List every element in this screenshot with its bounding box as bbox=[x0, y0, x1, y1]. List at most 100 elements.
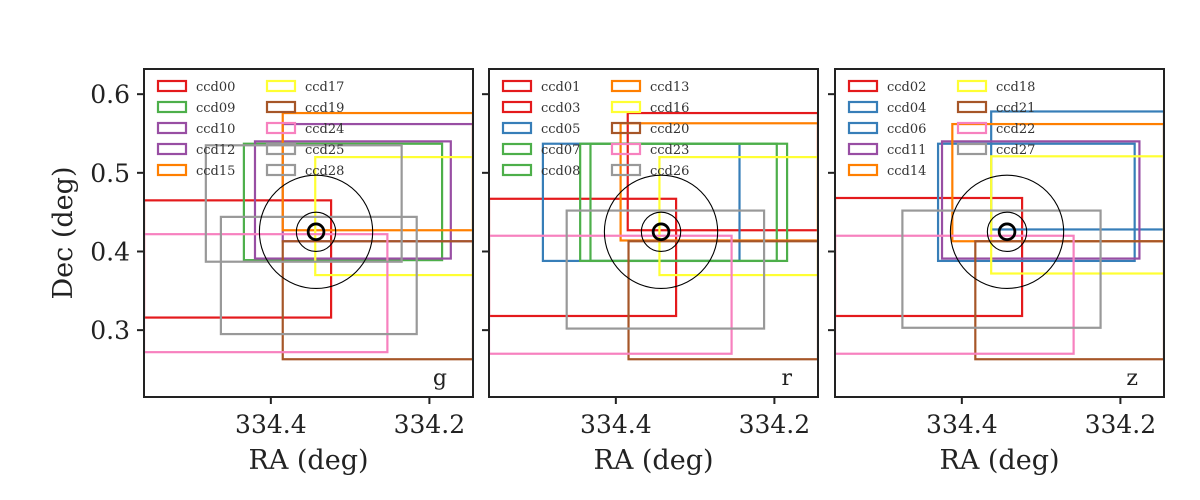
y-axis-label: Dec (deg) bbox=[48, 167, 79, 300]
legend-label-ccd12: ccd12 bbox=[196, 143, 235, 158]
x-axis-label: RA (deg) bbox=[248, 445, 368, 476]
legend-swatch-ccd12 bbox=[156, 142, 188, 156]
footprint-ccd13 bbox=[619, 122, 818, 242]
legend-swatch-ccd10 bbox=[156, 121, 188, 135]
legend-swatch-ccd00 bbox=[156, 79, 188, 93]
footprint-ccd02 bbox=[835, 196, 1024, 318]
x-tick-label: 334.4 bbox=[926, 410, 998, 439]
footprint-ccd07 bbox=[579, 142, 778, 263]
band-label-z: z bbox=[1126, 366, 1138, 391]
legend-label-ccd00: ccd00 bbox=[196, 80, 235, 95]
legend-label-ccd20: ccd20 bbox=[650, 122, 689, 137]
legend-label-ccd04: ccd04 bbox=[887, 101, 926, 116]
legend-swatch-ccd17 bbox=[265, 79, 297, 93]
legend-swatch-ccd01 bbox=[501, 79, 533, 93]
footprint-ccd23 bbox=[489, 234, 733, 355]
legend-label-ccd22: ccd22 bbox=[996, 122, 1035, 137]
legend-swatch-ccd08 bbox=[501, 163, 533, 177]
legend-swatch-ccd25 bbox=[265, 142, 297, 156]
x-tick-label: 334.4 bbox=[580, 410, 652, 439]
legend-label-ccd17: ccd17 bbox=[305, 80, 344, 95]
legend-label-ccd23: ccd23 bbox=[650, 143, 689, 158]
footprint-ccd01 bbox=[489, 197, 678, 318]
aperture-circle-1 bbox=[306, 222, 326, 242]
footprint-ccd10 bbox=[253, 140, 452, 260]
aperture-circle-1 bbox=[651, 222, 671, 242]
aperture-circle-3 bbox=[258, 174, 374, 290]
footprint-ccd25 bbox=[219, 215, 418, 336]
x-tick-label: 334.2 bbox=[394, 410, 466, 439]
legend-swatch-ccd19 bbox=[265, 100, 297, 114]
footprint-ccd22 bbox=[835, 234, 1075, 355]
legend-swatch-ccd22 bbox=[956, 121, 988, 135]
band-label-r: r bbox=[781, 366, 792, 391]
legend-label-ccd28: ccd28 bbox=[305, 164, 344, 179]
axes-frame bbox=[143, 68, 474, 398]
legend-label-ccd21: ccd21 bbox=[996, 101, 1035, 116]
legend-label-ccd05: ccd05 bbox=[541, 122, 580, 137]
aperture-circle-2 bbox=[640, 211, 682, 253]
plot-area bbox=[144, 111, 473, 361]
footprint-ccd04 bbox=[936, 142, 1136, 263]
legend-label-ccd03: ccd03 bbox=[541, 101, 580, 116]
legend-swatch-ccd20 bbox=[610, 121, 642, 135]
panel-r: ccd01ccd03ccd05ccd07ccd08ccd13ccd16ccd20… bbox=[482, 68, 819, 476]
legend-swatch-ccd28 bbox=[265, 163, 297, 177]
x-tick-label: 334.4 bbox=[235, 410, 307, 439]
y-tick-label: 0.6 bbox=[90, 80, 130, 109]
footprint-ccd08 bbox=[589, 142, 789, 263]
aperture-circle-1 bbox=[997, 222, 1017, 242]
legend-swatch-ccd07 bbox=[501, 142, 533, 156]
footprint-ccd11 bbox=[940, 140, 1141, 260]
legend: ccd00ccd09ccd10ccd12ccd15ccd17ccd19ccd24… bbox=[156, 79, 344, 179]
legend-swatch-ccd24 bbox=[265, 121, 297, 135]
axes-frame bbox=[488, 68, 819, 398]
plot-area bbox=[489, 111, 818, 361]
legend-label-ccd14: ccd14 bbox=[887, 164, 926, 179]
footprint-ccd16 bbox=[658, 155, 818, 277]
footprint-ccd18 bbox=[990, 155, 1164, 275]
legend-label-ccd26: ccd26 bbox=[650, 164, 689, 179]
legend-label-ccd24: ccd24 bbox=[305, 122, 344, 137]
x-axis-label: RA (deg) bbox=[593, 445, 713, 476]
panel-z: ccd02ccd04ccd06ccd11ccd14ccd18ccd21ccd22… bbox=[828, 68, 1165, 476]
legend-label-ccd11: ccd11 bbox=[887, 143, 926, 158]
legend-label-ccd06: ccd06 bbox=[887, 122, 926, 137]
footprint-ccd15 bbox=[281, 111, 473, 232]
footprint-ccd05 bbox=[541, 142, 741, 263]
x-tick-label: 334.2 bbox=[1085, 410, 1157, 439]
legend-swatch-ccd27 bbox=[956, 142, 988, 156]
legend-label-ccd13: ccd13 bbox=[650, 80, 689, 95]
aperture-circle-2 bbox=[295, 211, 337, 253]
legend-swatch-ccd02 bbox=[847, 79, 879, 93]
legend-label-ccd02: ccd02 bbox=[887, 80, 926, 95]
legend-swatch-ccd16 bbox=[610, 100, 642, 114]
footprint-ccd26 bbox=[565, 209, 766, 330]
legend-swatch-ccd26 bbox=[610, 163, 642, 177]
panel-g: ccd00ccd09ccd10ccd12ccd15ccd17ccd19ccd24… bbox=[90, 68, 474, 476]
legend-swatch-ccd18 bbox=[956, 79, 988, 93]
legend-swatch-ccd13 bbox=[610, 79, 642, 93]
panels-group: ccd00ccd09ccd10ccd12ccd15ccd17ccd19ccd24… bbox=[90, 68, 1165, 476]
x-axis-label: RA (deg) bbox=[939, 445, 1059, 476]
legend-swatch-ccd09 bbox=[156, 100, 188, 114]
legend-swatch-ccd14 bbox=[847, 163, 879, 177]
legend-label-ccd25: ccd25 bbox=[305, 143, 344, 158]
aperture-circle-2 bbox=[986, 211, 1028, 253]
legend-swatch-ccd21 bbox=[956, 100, 988, 114]
legend-swatch-ccd06 bbox=[847, 121, 879, 135]
footprint-ccd24 bbox=[144, 233, 389, 354]
legend-label-ccd27: ccd27 bbox=[996, 143, 1035, 158]
footprint-ccd20 bbox=[627, 240, 818, 361]
legend-swatch-ccd03 bbox=[501, 100, 533, 114]
band-label-g: g bbox=[433, 366, 447, 391]
legend: ccd02ccd04ccd06ccd11ccd14ccd18ccd21ccd22… bbox=[847, 79, 1035, 179]
legend: ccd01ccd03ccd05ccd07ccd08ccd13ccd16ccd20… bbox=[501, 79, 689, 179]
footprint-ccd27 bbox=[901, 209, 1102, 329]
y-tick-label: 0.4 bbox=[90, 237, 130, 266]
legend-swatch-ccd15 bbox=[156, 163, 188, 177]
aperture-circle-3 bbox=[603, 174, 719, 290]
plot-area bbox=[835, 110, 1164, 361]
y-tick-label: 0.3 bbox=[90, 316, 130, 345]
